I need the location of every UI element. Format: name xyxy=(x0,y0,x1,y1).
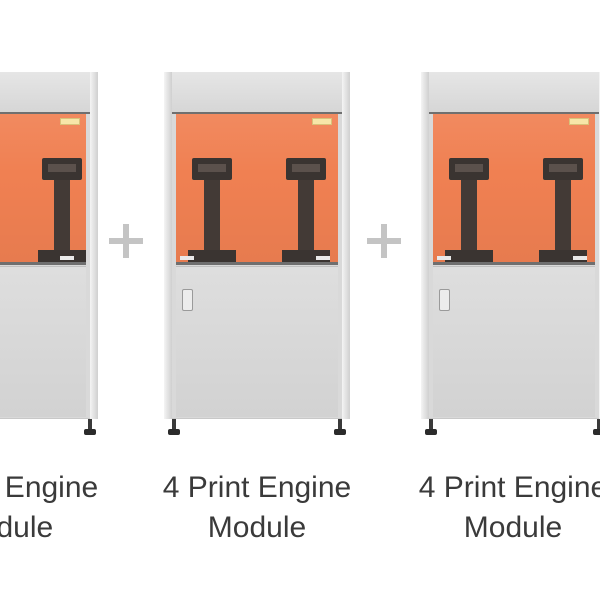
leveling-foot xyxy=(84,419,96,439)
print-engine-module-3 xyxy=(421,72,600,440)
leveling-foot xyxy=(334,419,346,439)
leveling-foot xyxy=(425,419,437,439)
module-door xyxy=(0,266,86,417)
print-engine-tower xyxy=(38,158,86,262)
print-engine-tower xyxy=(539,158,587,262)
print-engine-tower xyxy=(445,158,493,262)
build-chamber-window xyxy=(176,114,338,265)
print-engine-tower xyxy=(282,158,330,262)
caption-line-2: Module xyxy=(463,511,563,544)
module-cabinet xyxy=(0,72,98,419)
window-sticker xyxy=(312,118,332,125)
build-chamber-window xyxy=(0,114,86,265)
print-engine-tower xyxy=(188,158,236,262)
module-door xyxy=(176,266,338,417)
build-chamber-window xyxy=(433,114,595,265)
plus-icon xyxy=(109,224,143,258)
module-cabinet xyxy=(164,72,350,419)
door-handle-icon xyxy=(439,289,450,311)
caption-line-1: 4 Print Engine xyxy=(162,471,352,504)
caption-line-2: Module xyxy=(0,511,54,544)
module-top-panel xyxy=(172,72,342,114)
module-caption-2: 4 Print Engine Module xyxy=(127,468,387,548)
door-handle-icon xyxy=(182,289,193,311)
print-engine-module-2 xyxy=(164,72,350,440)
window-sticker xyxy=(60,118,80,125)
module-door xyxy=(433,266,595,417)
module-caption-3: 4 Print Engine Module xyxy=(383,468,600,548)
module-top-panel xyxy=(429,72,599,114)
module-caption-1: 4 Print Engine Module xyxy=(0,468,134,548)
caption-line-2: Module xyxy=(207,511,307,544)
module-cabinet xyxy=(421,72,600,419)
caption-line-1: 4 Print Engine xyxy=(418,471,600,504)
plus-icon xyxy=(367,224,401,258)
window-sticker xyxy=(569,118,589,125)
leveling-foot xyxy=(593,419,600,439)
module-top-panel xyxy=(0,72,90,114)
print-engine-module-1 xyxy=(0,72,98,440)
leveling-foot xyxy=(168,419,180,439)
caption-line-1: 4 Print Engine xyxy=(0,471,99,504)
